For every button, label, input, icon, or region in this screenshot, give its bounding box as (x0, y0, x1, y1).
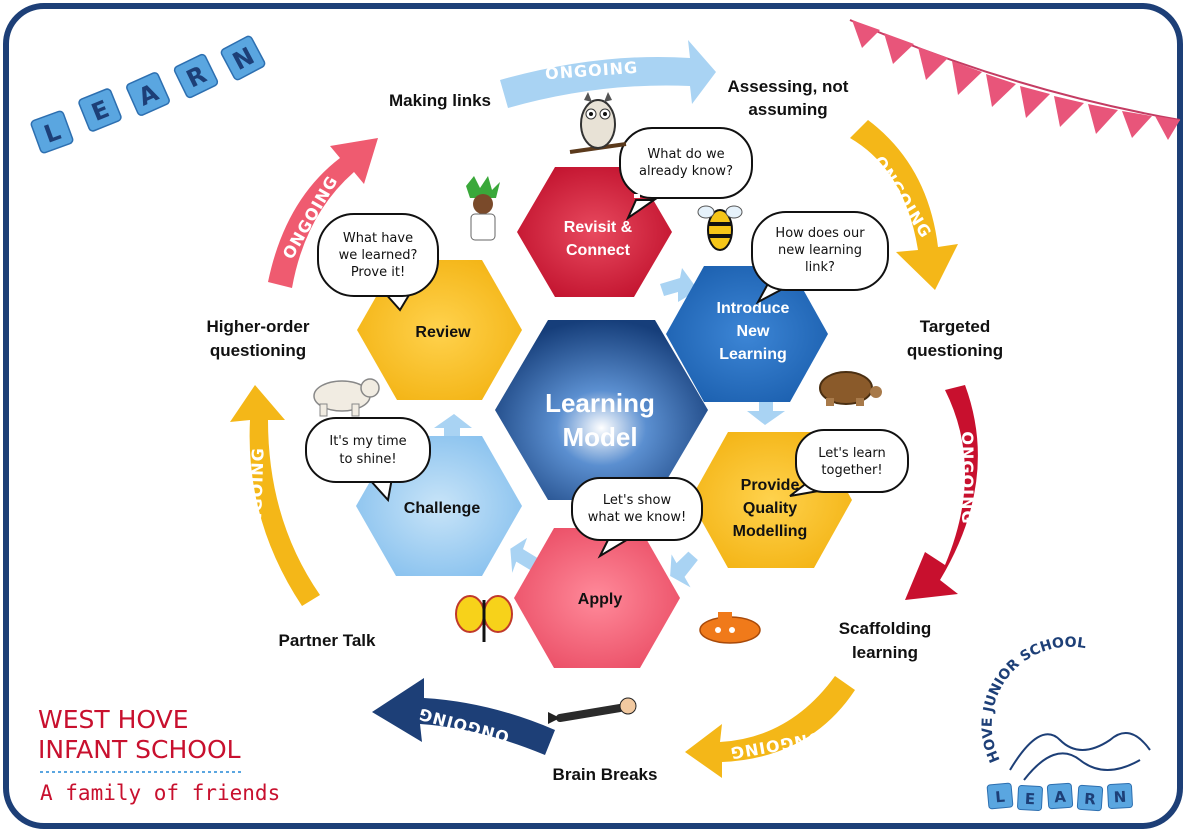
hex-connectors (434, 268, 785, 588)
hex-introduce-line2: New (737, 323, 770, 340)
hex-review-line1: Review (415, 324, 471, 341)
hex-revisit (517, 167, 672, 297)
owl-icon (569, 92, 627, 154)
label-assessing-line2: assuming (748, 100, 827, 119)
bubble-revisit: What do we already know? (619, 127, 753, 221)
label-scaffolding-line2: learning (852, 643, 918, 662)
label-targeted-line2: questioning (907, 341, 1003, 360)
hex-revisit-line1: Revisit & (564, 219, 633, 236)
hex-center (495, 320, 708, 500)
west-hove-line1: WEST HOVE (38, 705, 189, 734)
label-partner-talk: Partner Talk (278, 631, 376, 650)
ongoing-label-left: ONGOING (245, 447, 267, 541)
hex-provide-line2: Quality (743, 500, 797, 517)
bubble-revisit-line2: already know? (639, 164, 733, 179)
bubble-review-line2: we learned? (339, 248, 418, 263)
bubble-challenge-line1: It's my time (329, 434, 406, 449)
bubble-apply-line2: what we know! (588, 510, 686, 525)
bubble-review: What have we learned? Prove it! (317, 213, 439, 312)
hj-tile-n: N (1113, 788, 1126, 807)
bubble-review-line3: Prove it! (351, 265, 405, 280)
bunting-decoration (849, 19, 1181, 140)
label-higher-order-line1: Higher-order (207, 317, 310, 336)
hj-tile-e: E (1024, 790, 1035, 809)
hj-tile-a: A (1054, 788, 1067, 807)
bubble-provide: Let's learn together! (789, 429, 909, 497)
west-hove-line2: INFANT SCHOOL (38, 735, 241, 764)
hex-provide-line3: Modelling (733, 523, 808, 540)
hex-apply-line1: Apply (578, 591, 623, 608)
center-label-line2: Model (562, 422, 637, 452)
hex-introduce-line3: Learning (719, 346, 787, 363)
bubble-provide-line2: together! (821, 463, 882, 478)
bubble-introduce-line1: How does our (775, 226, 865, 241)
hex-introduce-line1: Introduce (717, 300, 790, 317)
label-making-links: Making links (389, 91, 491, 110)
ongoing-arrow-right: ONGOING (905, 385, 978, 600)
learn-tiles: L E A R N (30, 35, 266, 154)
west-hove-tagline: A family of friends (40, 781, 280, 805)
label-brain-breaks: Brain Breaks (553, 765, 658, 784)
ongoing-label-right: ONGOING (958, 431, 977, 524)
hex-provide-line1: Provide (741, 477, 800, 494)
hex-introduce (666, 266, 828, 402)
butterfly-icon (455, 595, 513, 642)
bubble-review-line1: What have (343, 231, 413, 246)
diver-icon (548, 697, 637, 724)
label-scaffolding-line1: Scaffolding (839, 619, 932, 638)
hj-tile-l: L (995, 788, 1007, 807)
ongoing-arrow-left: ONGOING (230, 385, 320, 606)
hex-apply (514, 528, 680, 668)
center-label-line1: Learning (545, 388, 655, 418)
bubble-introduce: How does our new learning link? (751, 211, 889, 305)
bee-icon (697, 205, 743, 251)
bubble-introduce-line3: link? (805, 260, 835, 275)
bubble-challenge: It's my time to shine! (305, 417, 431, 503)
bubble-apply: Let's show what we know! (571, 477, 703, 559)
bubble-introduce-line2: new learning (778, 243, 862, 258)
tortoise-icon (819, 371, 882, 406)
bubble-provide-line1: Let's learn (818, 446, 886, 461)
west-hove-logo: WEST HOVE INFANT SCHOOL A family of frie… (38, 705, 280, 805)
hj-tile-r: R (1084, 790, 1097, 809)
hex-challenge-line1: Challenge (404, 500, 481, 517)
bubble-apply-line1: Let's show (603, 493, 672, 508)
label-targeted-line1: Targeted (920, 317, 991, 336)
label-higher-order-line2: questioning (210, 341, 306, 360)
polar-bear-icon (313, 378, 380, 417)
submarine-icon (699, 612, 761, 644)
bubble-challenge-line2: to shine! (339, 452, 396, 467)
scientist-icon (466, 176, 500, 241)
bubble-revisit-line1: What do we (647, 147, 724, 162)
hex-revisit-line2: Connect (566, 242, 631, 259)
label-assessing-line1: Assessing, not (728, 77, 849, 96)
